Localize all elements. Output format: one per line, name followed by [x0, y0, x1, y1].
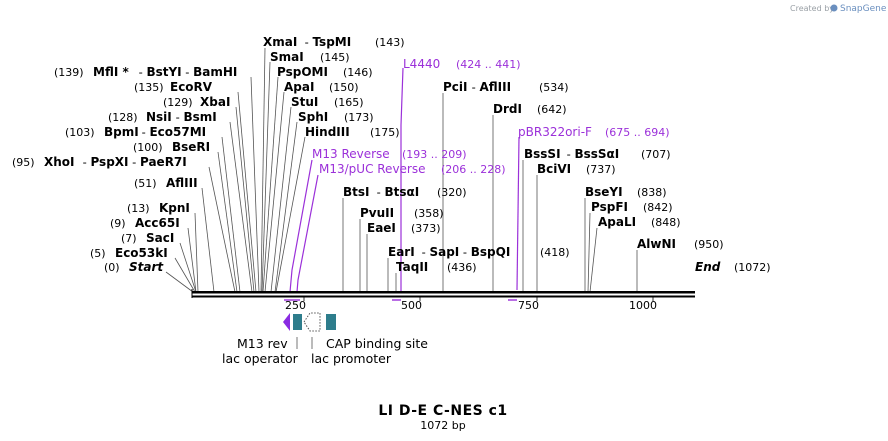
- snapgene-name: SnapGene: [840, 4, 887, 14]
- scale-ticks: [303, 297, 654, 301]
- primer-l4440[interactable]: L4440(424 .. 441): [403, 57, 521, 71]
- site-nsii[interactable]: (128)NsiI - BsmI: [108, 110, 217, 124]
- site-taqii[interactable]: TaqII(436): [396, 260, 477, 274]
- site-bpmi[interactable]: (103)BpmI - Eco57MI: [65, 125, 206, 139]
- site-labels-right: PciI - AflIII(534) DrdI(642) BssSI - Bss…: [343, 80, 771, 274]
- feature-label-lac-operator: lac operator: [222, 351, 299, 366]
- scale-labels: 250 500 750 1000: [285, 299, 657, 312]
- feature-track: M13 rev lac operator CAP binding site la…: [222, 312, 428, 366]
- site-labels-left: (139)MflI * - BstYI - BamHI (135)EcoRV (…: [12, 65, 237, 274]
- site-bseri[interactable]: (100)BseRI: [133, 140, 210, 154]
- site-hindiii[interactable]: HindIII(175): [305, 125, 400, 139]
- site-start[interactable]: (0)Start: [104, 260, 164, 274]
- site-ecorv[interactable]: (135)EcoRV: [134, 80, 213, 94]
- feature-label-lac-promoter: lac promoter: [311, 351, 392, 366]
- lac-operator-feature[interactable]: [293, 314, 302, 330]
- site-btsi[interactable]: BtsI - BtsαI(320): [343, 185, 467, 199]
- site-end[interactable]: End(1072): [695, 260, 771, 274]
- created-by-text: Created by: [790, 4, 834, 13]
- primer-m13-puc-reverse[interactable]: M13/pUC Reverse(206 .. 228): [319, 162, 506, 176]
- primer-labels: L4440(424 .. 441) M13 Reverse(193 .. 209…: [312, 57, 670, 176]
- site-xhoi[interactable]: (95)XhoI - PspXI - PaeR7I: [12, 155, 187, 169]
- site-pcii[interactable]: PciI - AflIII(534): [443, 80, 569, 94]
- site-pvuii[interactable]: PvuII(358): [360, 206, 444, 220]
- site-afliii[interactable]: (51)AflIII: [134, 176, 198, 190]
- map-length: 1072 bp: [420, 419, 465, 432]
- primer-leader-lines: [289, 67, 520, 293]
- sequence-backbone: [191, 289, 695, 298]
- site-acc65i[interactable]: (9)Acc65I: [110, 216, 180, 230]
- site-apai[interactable]: ApaI(150): [284, 80, 359, 94]
- site-xmai[interactable]: XmaI - TspMI(143): [263, 35, 405, 49]
- site-bseyi[interactable]: BseYI(838): [585, 185, 667, 199]
- primer-pbr322ori-f[interactable]: pBR322ori-F(675 .. 694): [518, 125, 670, 139]
- site-bcivi[interactable]: BciVI(737): [537, 162, 616, 176]
- feature-label-cap-binding-site: CAP binding site: [326, 336, 428, 351]
- map-title-block: LI D-E C-NES c1 1072 bp: [378, 403, 507, 432]
- site-stui[interactable]: StuI(165): [291, 95, 364, 109]
- site-sphi[interactable]: SphI(173): [298, 110, 374, 124]
- site-eari[interactable]: EarI - SapI - BspQI(418): [388, 245, 570, 259]
- site-mflI[interactable]: (139)MflI * - BstYI - BamHI: [54, 65, 237, 79]
- site-saci[interactable]: (7)SacI: [121, 231, 174, 245]
- site-leader-lines: [165, 47, 638, 293]
- site-eco53ki[interactable]: (5)Eco53kI: [90, 246, 168, 260]
- site-drdi[interactable]: DrdI(642): [493, 102, 567, 116]
- cap-binding-site-feature[interactable]: [326, 314, 336, 330]
- site-alwni[interactable]: AlwNI(950): [637, 237, 724, 251]
- site-kpni[interactable]: (13)KpnI: [127, 201, 190, 215]
- snapgene-logo-icon: [830, 4, 838, 12]
- map-title: LI D-E C-NES c1: [378, 403, 507, 419]
- m13-rev-feature[interactable]: [283, 313, 290, 331]
- tick-1000: 1000: [629, 299, 657, 312]
- tick-500: 500: [401, 299, 422, 312]
- tick-250: 250: [285, 299, 306, 312]
- lac-promoter-feature[interactable]: [303, 312, 321, 332]
- site-smai[interactable]: SmaI(145): [270, 50, 350, 64]
- site-pspfi[interactable]: PspFI(842): [591, 200, 673, 214]
- site-eaei[interactable]: EaeI(373): [367, 221, 441, 235]
- snapgene-branding: Created by SnapGene: [790, 4, 887, 14]
- site-apali[interactable]: ApaLI(848): [598, 215, 681, 229]
- site-labels-center: XmaI - TspMI(143) SmaI(145) PspOMI(146) …: [263, 35, 405, 139]
- feature-label-m13-rev: M13 rev: [237, 336, 288, 351]
- site-xbai[interactable]: (129)XbaI: [163, 95, 230, 109]
- tick-750: 750: [518, 299, 539, 312]
- primer-m13-reverse[interactable]: M13 Reverse(193 .. 209): [312, 147, 467, 161]
- site-bsssi[interactable]: BssSI - BssSαI(707): [524, 147, 671, 161]
- site-pspomi[interactable]: PspOMI(146): [277, 65, 373, 79]
